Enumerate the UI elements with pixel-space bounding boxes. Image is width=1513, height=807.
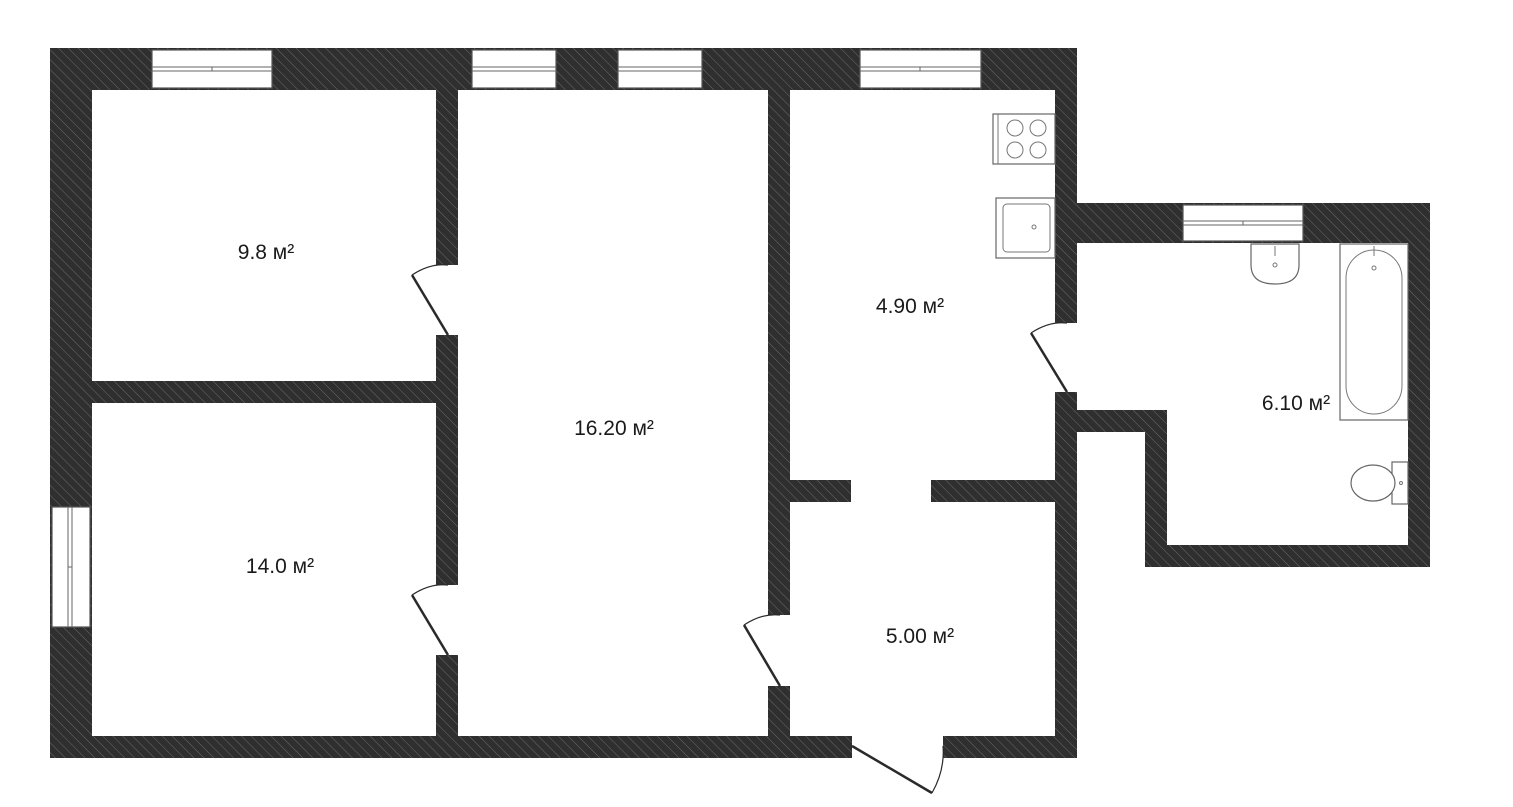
door-icon [410, 264, 450, 336]
walls [50, 48, 1430, 758]
wall-partition-mid-1 [768, 90, 790, 615]
windows [51, 49, 1304, 628]
wall-outer-right-upper [1055, 48, 1077, 323]
bathtub-icon [1339, 243, 1409, 421]
wall-outer-bottom-left [50, 736, 852, 758]
room-area-hallway: 5.00 м² [886, 625, 954, 648]
room-labels: 9.8 м² 16.20 м² 14.0 м² 4.90 м² 5.00 м² … [238, 241, 1330, 648]
wall-partition-left-3 [436, 655, 458, 745]
window-icon [617, 49, 703, 89]
door-icon [851, 744, 944, 795]
wall-partition-left-2 [436, 335, 458, 585]
door-icon [1029, 322, 1069, 393]
wall-bath-right [1408, 203, 1430, 567]
wall-partition-mid-2 [768, 686, 790, 746]
window-icon [859, 49, 982, 89]
toilet-icon [1350, 461, 1409, 505]
room-area-kitchen: 4.90 м² [876, 295, 944, 318]
wall-bedrooms-divider [92, 381, 436, 403]
wall-partition-left-1 [436, 90, 458, 265]
room-area-bedroom-small: 9.8 м² [238, 241, 294, 264]
wall-bath-bottom [1145, 545, 1430, 567]
door-icon [742, 614, 782, 687]
wall-bath-left [1145, 410, 1167, 567]
wall-outer-left [50, 48, 92, 758]
sink-icon [995, 197, 1056, 259]
window-icon [471, 49, 557, 89]
wall-kitchen-hall-left [790, 480, 851, 502]
room-area-living-room: 16.20 м² [574, 417, 654, 440]
wall-outer-bottom-right [943, 736, 1077, 758]
window-icon [51, 506, 91, 628]
stove-icon [992, 113, 1056, 165]
room-area-bathroom: 6.10 м² [1262, 392, 1330, 415]
doors [410, 264, 1069, 795]
window-icon [151, 49, 273, 89]
wall-outer-right-lower [1055, 392, 1077, 758]
door-icon [410, 584, 450, 656]
washbasin-icon [1250, 243, 1300, 285]
wall-kitchen-hall-right [931, 480, 1055, 502]
room-area-bedroom-large: 14.0 м² [246, 555, 314, 578]
window-icon [1182, 204, 1304, 242]
wall-bath-inner-top [1077, 410, 1167, 432]
fixtures [992, 113, 1409, 505]
